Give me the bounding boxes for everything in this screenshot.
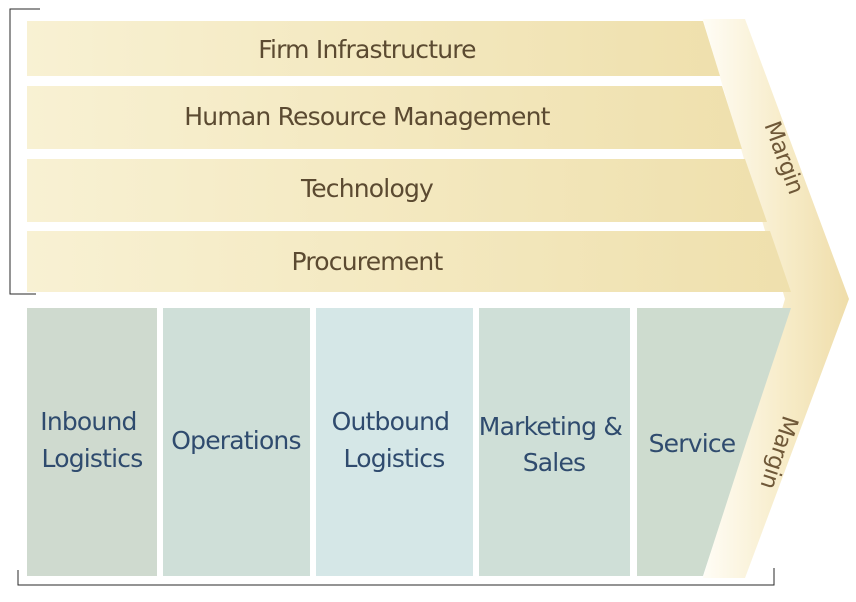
primary-label-service: Service <box>649 429 736 458</box>
support-label-technology: Technology <box>300 174 434 203</box>
primary-block-marketing-sales <box>479 308 630 576</box>
primary-activities: Inbound Logistics Operations Outbound Lo… <box>27 308 791 576</box>
primary-label-operations: Operations <box>171 426 300 455</box>
primary-block-operations <box>163 308 310 576</box>
support-row-human-resource-management <box>27 86 742 149</box>
support-label-firm-infrastructure: Firm Infrastructure <box>258 35 476 64</box>
support-label-procurement: Procurement <box>292 247 444 276</box>
bracket-left-top <box>9 8 40 295</box>
bracket-bottom <box>17 568 775 586</box>
primary-label-inbound-logistics: Inbound Logistics <box>40 407 144 473</box>
primary-label-marketing-sales: Marketing & Sales <box>479 412 629 477</box>
support-row-procurement <box>27 231 791 292</box>
primary-label-outbound-logistics: Outbound Logistics <box>332 407 457 473</box>
support-label-human-resource-management: Human Resource Management <box>184 102 550 131</box>
support-activities: Firm Infrastructure Human Resource Manag… <box>27 21 791 292</box>
primary-block-service <box>637 308 791 576</box>
support-row-firm-infrastructure <box>27 21 720 76</box>
primary-block-outbound-logistics <box>316 308 473 576</box>
margin-chevron <box>703 19 849 578</box>
primary-block-inbound-logistics <box>27 308 157 576</box>
support-row-technology <box>27 159 767 222</box>
